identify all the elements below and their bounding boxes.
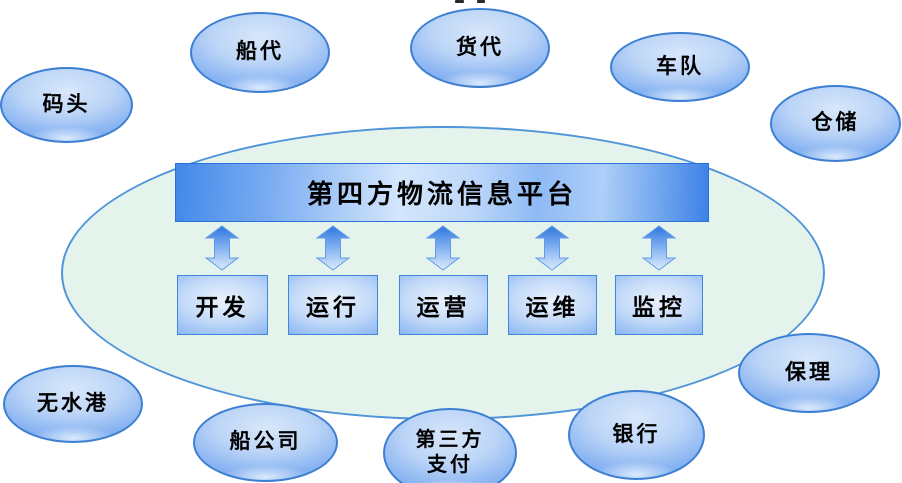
crop-artifact-mark bbox=[455, 0, 464, 3]
up-down-arrow-icon bbox=[535, 225, 569, 271]
node-truck-fleet-label: 车队 bbox=[656, 54, 704, 78]
node-shipping-company: 船公司 bbox=[193, 403, 338, 482]
node-warehousing: 仓储 bbox=[770, 85, 901, 162]
box-business-operation: 运营 bbox=[399, 275, 488, 335]
node-third-party-payment: 第三方 支付 bbox=[383, 408, 517, 483]
platform-title-banner: 第四方物流信息平台 bbox=[175, 163, 709, 222]
node-freight-forwarder-label: 货代 bbox=[456, 35, 504, 59]
box-monitoring-label: 监控 bbox=[632, 294, 686, 320]
node-factoring-label: 保理 bbox=[785, 360, 833, 384]
node-wharf: 码头 bbox=[0, 67, 133, 143]
node-shipping-agency-label: 船代 bbox=[236, 40, 284, 64]
box-monitoring: 监控 bbox=[615, 275, 703, 335]
up-down-arrow-icon bbox=[205, 225, 239, 271]
node-shipping-company-label: 船公司 bbox=[229, 430, 302, 454]
up-down-arrow-icon bbox=[642, 225, 676, 271]
box-maintenance-label: 运维 bbox=[525, 294, 580, 320]
box-business-operation-label: 运营 bbox=[416, 294, 471, 320]
box-operation-label: 运行 bbox=[306, 294, 360, 320]
box-operation: 运行 bbox=[288, 275, 378, 335]
crop-artifact-mark bbox=[477, 0, 485, 3]
node-dry-port: 无水港 bbox=[3, 365, 143, 443]
node-truck-fleet: 车队 bbox=[610, 32, 750, 102]
node-warehousing-label: 仓储 bbox=[811, 111, 860, 135]
node-freight-forwarder: 货代 bbox=[410, 8, 550, 88]
node-dry-port-label: 无水港 bbox=[37, 391, 109, 415]
up-down-arrow-icon bbox=[426, 225, 460, 271]
node-factoring: 保理 bbox=[738, 333, 880, 413]
platform-title-label: 第四方物流信息平台 bbox=[306, 179, 577, 209]
box-development: 开发 bbox=[177, 275, 268, 335]
node-shipping-agency: 船代 bbox=[190, 12, 330, 93]
box-development-label: 开发 bbox=[195, 294, 250, 320]
node-wharf-label: 码头 bbox=[42, 92, 91, 116]
up-down-arrow-icon bbox=[316, 225, 350, 271]
box-maintenance: 运维 bbox=[508, 275, 597, 335]
node-third-party-payment-label: 第三方 支付 bbox=[415, 429, 485, 476]
node-bank-label: 银行 bbox=[612, 422, 661, 446]
node-bank: 银行 bbox=[568, 390, 705, 480]
